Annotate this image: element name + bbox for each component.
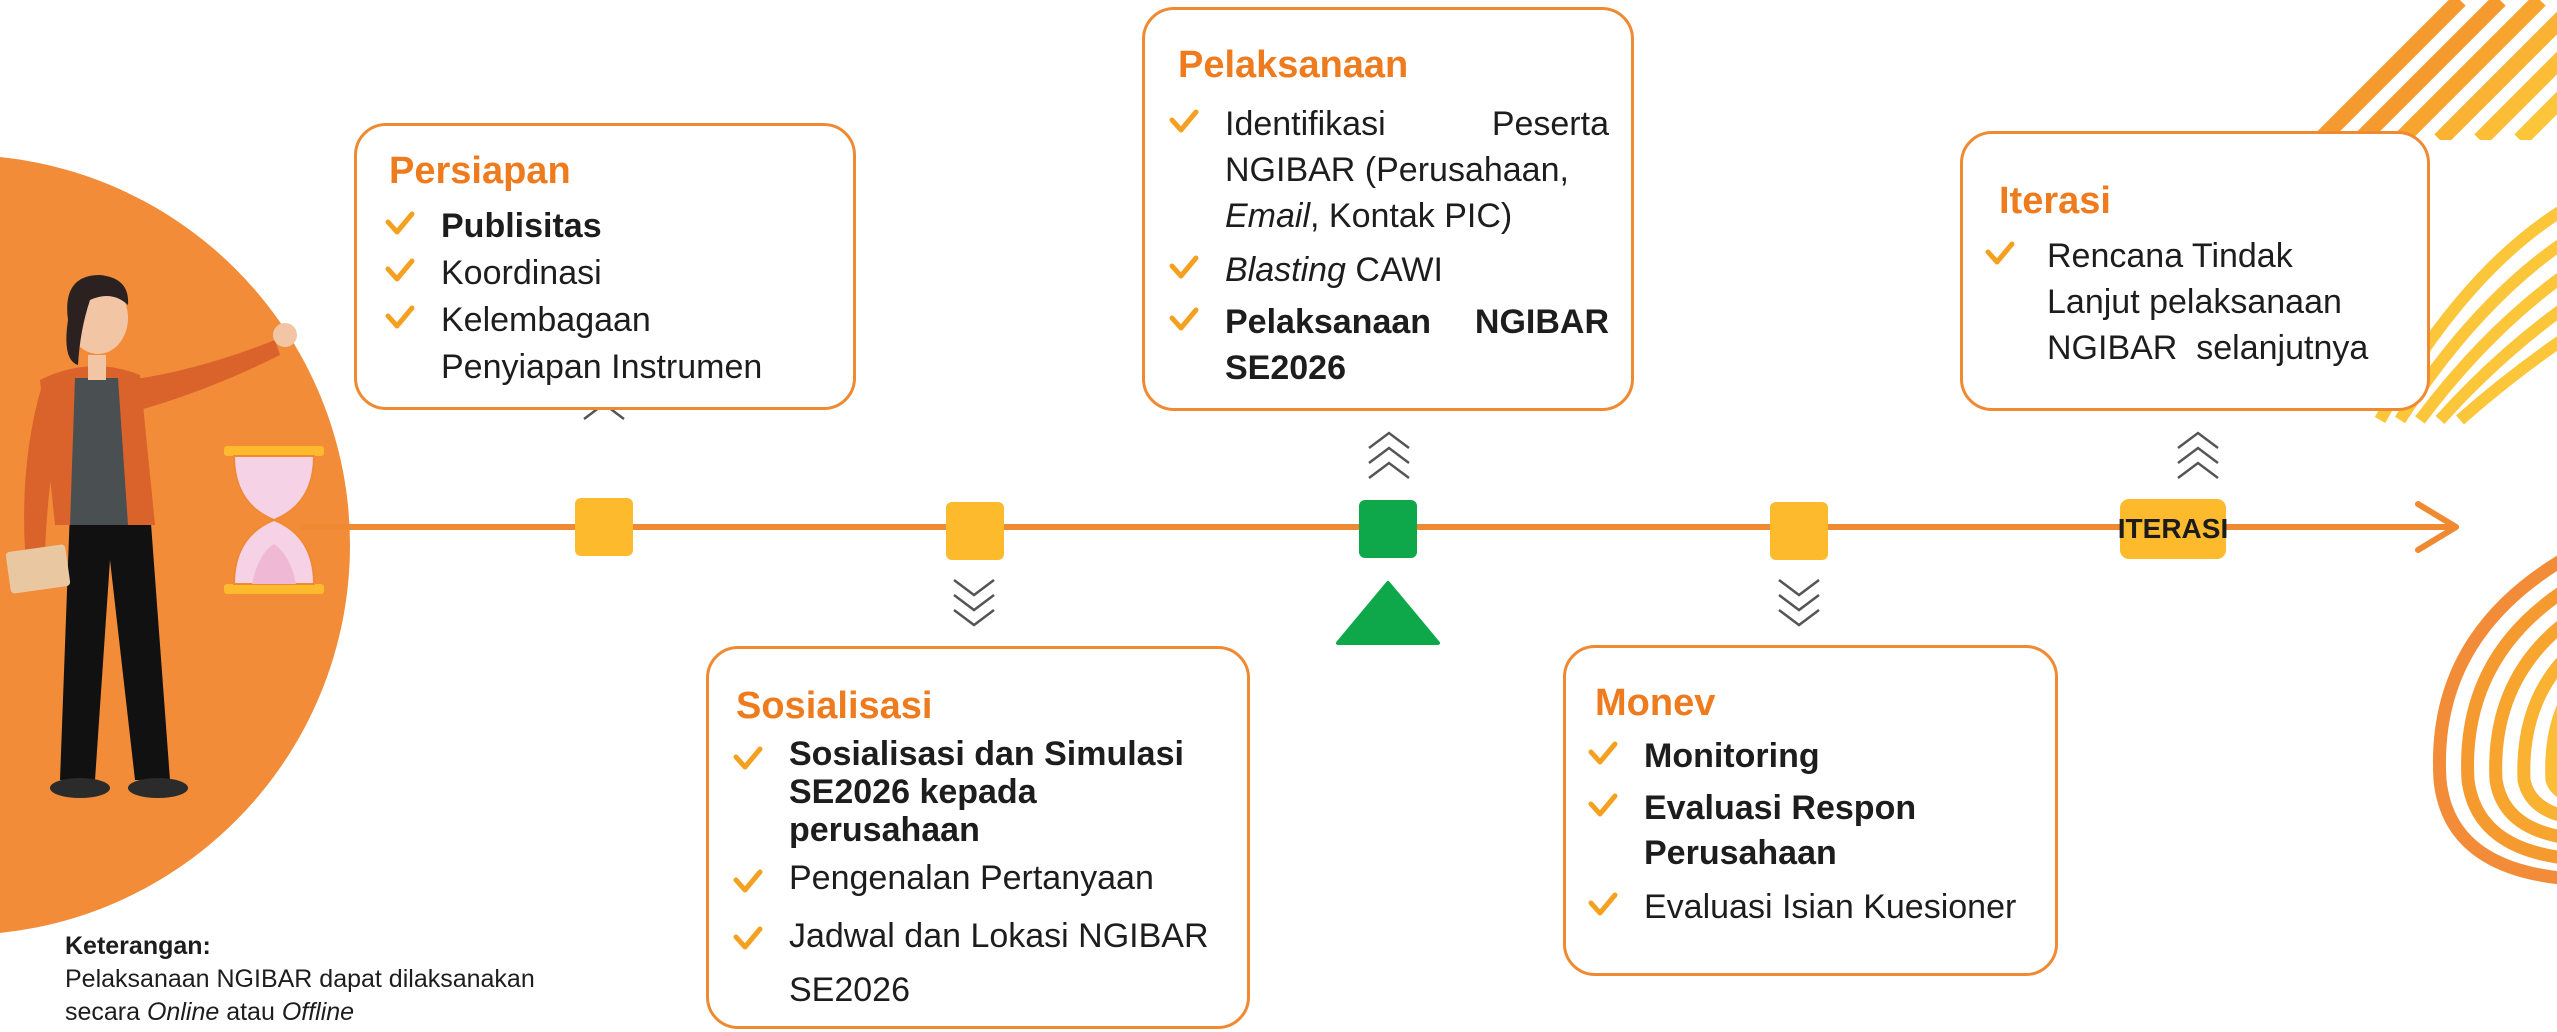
item-label: Identifikasi bbox=[1225, 105, 1386, 143]
item-label: Evaluasi Isian Kuesioner bbox=[1644, 888, 2017, 926]
list-item: Kelembagaan Penyiapan Instrumen bbox=[385, 298, 825, 390]
card-title: Persiapan bbox=[389, 150, 571, 192]
arrow-right-icon bbox=[2415, 501, 2459, 553]
card-title: Monev bbox=[1595, 682, 1716, 724]
item-label: Evaluasi Respon bbox=[1644, 789, 1917, 827]
note-emphasis: Online bbox=[146, 998, 220, 1026]
list-item: Sosialisasi dan Simulasi SE2026 kepada p… bbox=[733, 735, 1233, 855]
check-icon bbox=[1985, 241, 2015, 265]
item-label: Koordinasi bbox=[441, 254, 602, 292]
item-label: Penyiapan Instrumen bbox=[441, 348, 763, 386]
list-item: Rencana Tindak Lanjut pelaksanaan NGIBAR… bbox=[1985, 234, 2415, 384]
hourglass-icon bbox=[224, 446, 324, 594]
check-icon bbox=[1588, 892, 1618, 916]
item-label: Kelembagaan bbox=[441, 301, 651, 339]
item-label: , Kontak PIC) bbox=[1310, 197, 1513, 235]
check-icon bbox=[1169, 255, 1199, 279]
note: Keterangan: Pelaksanaan NGIBAR dapat dil… bbox=[65, 930, 625, 1029]
check-icon bbox=[385, 258, 415, 282]
list-item: Koordinasi bbox=[385, 251, 825, 296]
card-title: Sosialisasi bbox=[736, 685, 933, 727]
card-persiapan: Persiapan Publisitas Koordinasi Kelembag… bbox=[354, 123, 856, 410]
item-label: SE2026 bbox=[1225, 349, 1346, 387]
item-label-emphasis: Email bbox=[1225, 197, 1311, 235]
item-label: Perusahaan bbox=[1644, 834, 1837, 872]
card-title: Pelaksanaan bbox=[1178, 44, 1409, 86]
check-icon bbox=[1169, 109, 1199, 133]
card-iterasi: Iterasi Rencana Tindak Lanjut pelaksanaa… bbox=[1960, 131, 2430, 411]
item-label: Publisitas bbox=[441, 207, 602, 245]
item-label: CAWI bbox=[1345, 251, 1443, 289]
note-emphasis: Offline bbox=[281, 998, 355, 1026]
note-heading: Keterangan: bbox=[65, 932, 211, 960]
check-icon bbox=[385, 211, 415, 235]
item-label: Pengenalan Pertanyaan bbox=[789, 859, 1154, 897]
triangle-marker-icon bbox=[1336, 581, 1440, 645]
check-icon bbox=[1588, 793, 1618, 817]
card-monev: Monev Monitoring Evaluasi Respon Perusah… bbox=[1563, 645, 2058, 976]
stripes-bottom-right bbox=[2432, 555, 2557, 885]
item-label: Pelaksanaan bbox=[1225, 303, 1432, 341]
list-item: Pengenalan Pertanyaan bbox=[733, 856, 1233, 901]
milestone-pelaksanaan bbox=[1359, 500, 1417, 558]
milestone-persiapan bbox=[575, 498, 633, 556]
check-icon bbox=[733, 926, 763, 950]
item-label-emphasis: Blasting bbox=[1225, 251, 1346, 289]
list-item: Jadwal dan Lokasi NGIBAR SE2026 bbox=[733, 909, 1233, 1013]
iterasi-pill-label: ITERASI bbox=[2117, 513, 2229, 544]
item-label: SE2026 kepada bbox=[789, 773, 1037, 811]
woman-illustration bbox=[5, 275, 297, 798]
chevron-down-icon bbox=[1778, 579, 1820, 627]
item-label: Lanjut pelaksanaan bbox=[2047, 283, 2342, 321]
item-label: Rencana Tindak bbox=[2047, 237, 2293, 275]
iterasi-pill: ITERASI bbox=[2117, 499, 2229, 559]
card-sosialisasi: Sosialisasi Sosialisasi dan Simulasi SE2… bbox=[706, 646, 1250, 1029]
chevron-up-icon bbox=[2177, 431, 2219, 479]
chevron-up-icon bbox=[1368, 431, 1410, 479]
note-line: Pelaksanaan NGIBAR dapat dilaksanakan bbox=[65, 965, 535, 993]
list-item: Pelaksanaan NGIBAR SE2026 bbox=[1169, 300, 1609, 392]
list-item: Identifikasi Peserta NGIBAR (Perusahaan,… bbox=[1169, 102, 1609, 242]
item-label: NGIBAR selanjutnya bbox=[2047, 329, 2369, 367]
item-label: Monitoring bbox=[1644, 737, 1820, 775]
list-item: Monitoring bbox=[1588, 734, 2038, 779]
check-icon bbox=[733, 869, 763, 893]
list-item: Evaluasi Respon Perusahaan bbox=[1588, 786, 2038, 878]
card-pelaksanaan: Pelaksanaan Identifikasi Peserta NGIBAR … bbox=[1142, 7, 1634, 411]
item-label: perusahaan bbox=[789, 811, 980, 849]
list-item: Evaluasi Isian Kuesioner bbox=[1588, 885, 2038, 930]
list-item: Blasting CAWI bbox=[1169, 248, 1609, 293]
card-title: Iterasi bbox=[1999, 180, 2111, 222]
milestone-sosialisasi bbox=[946, 502, 1004, 560]
item-label: SE2026 bbox=[789, 971, 910, 1009]
note-line: secara Online atau Offline bbox=[65, 998, 355, 1026]
item-label: NGIBAR (Perusahaan, bbox=[1225, 151, 1569, 189]
check-icon bbox=[733, 746, 763, 770]
check-icon bbox=[385, 305, 415, 329]
milestone-monev bbox=[1770, 502, 1828, 560]
list-item: Publisitas bbox=[385, 204, 825, 249]
check-icon bbox=[1169, 307, 1199, 331]
chevron-down-icon bbox=[953, 579, 995, 627]
item-label: Jadwal dan Lokasi NGIBAR bbox=[789, 917, 1209, 955]
item-label: Sosialisasi dan Simulasi bbox=[789, 735, 1184, 773]
item-label: NGIBAR bbox=[1474, 303, 1609, 341]
item-label: Peserta bbox=[1491, 105, 1609, 143]
check-icon bbox=[1588, 741, 1618, 765]
